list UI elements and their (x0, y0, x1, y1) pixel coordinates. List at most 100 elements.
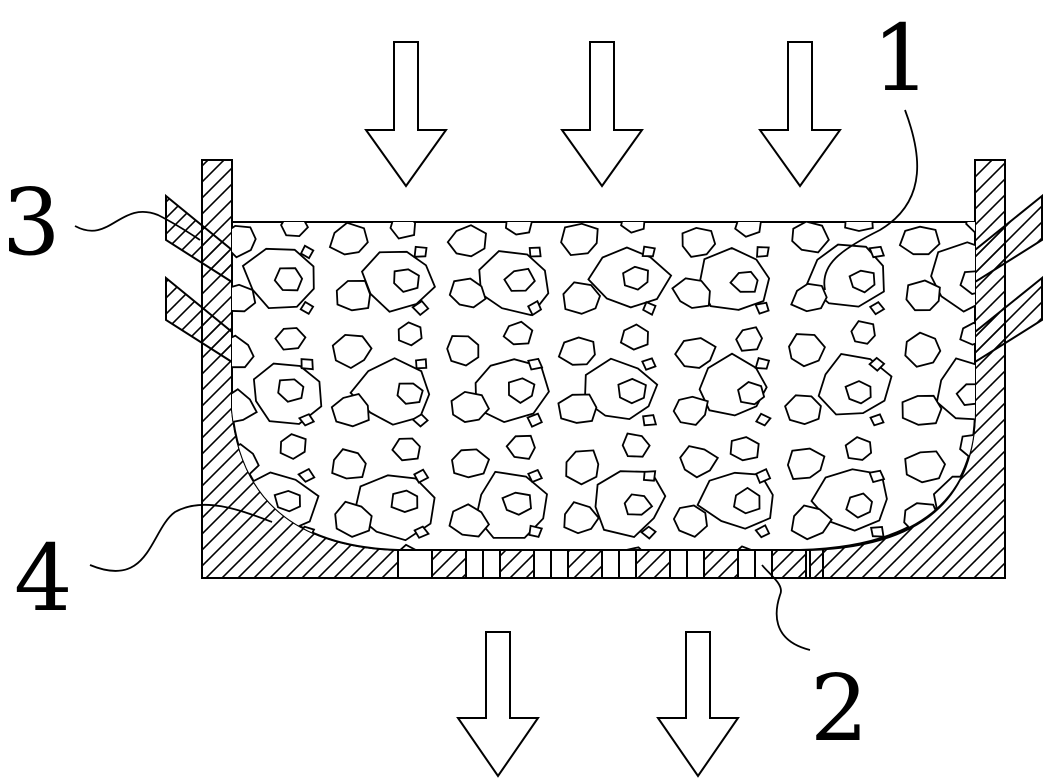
media-stone (844, 380, 872, 405)
media-stone (850, 320, 876, 345)
media-stone (791, 222, 830, 254)
media-stone (641, 245, 656, 258)
media-stone (786, 447, 826, 480)
plate-slot (703, 549, 739, 579)
media-stone (681, 226, 717, 258)
media-stones (232, 222, 975, 550)
media-stone (870, 526, 885, 538)
media-stone (904, 331, 942, 368)
media-stone (413, 468, 430, 484)
media-stone (413, 525, 430, 539)
media-stone (565, 449, 600, 486)
media-stone (232, 334, 255, 369)
media-stone (397, 321, 423, 347)
media-stone (279, 433, 307, 460)
media-stone (331, 333, 373, 370)
media-stone (335, 279, 372, 312)
media-stone (788, 333, 826, 368)
media-stone (671, 277, 711, 309)
media-stone (300, 358, 314, 371)
media-stone (277, 378, 305, 403)
media-stone (898, 225, 941, 256)
media-stone (505, 434, 536, 460)
media-stone (869, 413, 885, 427)
media-stone (274, 327, 307, 351)
media-stone (735, 326, 764, 352)
media-stone (844, 222, 874, 232)
media-stone (734, 222, 763, 238)
media-stone (331, 448, 367, 480)
media-stone (642, 470, 657, 482)
media-stone (502, 320, 534, 346)
leader-line-2 (761, 564, 811, 651)
media-stone (844, 436, 873, 461)
media-stone (273, 489, 301, 513)
media-stone (790, 504, 833, 541)
callout-4: 4 (14, 525, 73, 632)
media-stone (621, 432, 651, 458)
media-stone (754, 301, 770, 315)
inflow-arrow-center (560, 41, 644, 188)
media-stone (450, 390, 490, 423)
media-stone (737, 380, 766, 406)
media-stone (526, 412, 543, 428)
media-stone (904, 450, 947, 484)
media-stone (617, 377, 647, 405)
media-stone (679, 445, 720, 479)
media-stone (672, 395, 709, 426)
plate-slot (771, 549, 807, 579)
media-stone (451, 448, 491, 479)
media-stone (527, 468, 544, 484)
media-stone (528, 246, 542, 258)
media-stone (642, 301, 657, 316)
media-stone (672, 504, 708, 538)
media-stone (754, 357, 771, 370)
media-stone (623, 493, 654, 516)
media-stone (232, 224, 257, 259)
plate-slots (431, 549, 824, 579)
plate-slot (499, 549, 535, 579)
plate-slot (431, 549, 467, 579)
media-stone (622, 265, 649, 291)
media-stone (446, 224, 487, 258)
media-stone (415, 358, 428, 370)
media-stone (563, 501, 600, 535)
media-stone (868, 245, 886, 259)
callout-1: 1 (872, 5, 931, 112)
leader-line-4 (89, 503, 273, 572)
media-stone (755, 467, 772, 484)
media-stone (557, 336, 596, 366)
media-stone (528, 524, 544, 538)
filter-media-bed (231, 221, 976, 551)
media-stone (965, 222, 975, 233)
outflow-arrow-right (656, 631, 740, 778)
media-stone (790, 282, 828, 313)
media-stone (868, 469, 886, 484)
inflow-arrow-left (364, 41, 448, 188)
callout-labels: 1 2 3 4 (2, 5, 931, 762)
media-stone (448, 277, 487, 309)
media-stone (959, 270, 975, 295)
inflow-arrows (364, 41, 842, 188)
media-stone (297, 413, 316, 427)
media-stone (560, 222, 599, 257)
media-stone (959, 321, 975, 346)
media-stone (503, 267, 536, 292)
media-stone (562, 281, 602, 315)
media-stone (328, 222, 369, 256)
leader-line-3 (74, 211, 201, 241)
media-stone (501, 491, 532, 516)
leader-line-1 (823, 109, 919, 291)
plate-slot (567, 549, 603, 579)
media-stone (845, 492, 873, 519)
media-stone (389, 222, 417, 240)
outflow-arrows (456, 631, 740, 778)
media-stone (955, 383, 975, 406)
plate-slot (635, 549, 671, 579)
media-stone (674, 337, 717, 369)
media-stone (393, 268, 420, 293)
media-stone (448, 503, 491, 538)
media-stone (784, 394, 822, 426)
media-stone (754, 412, 772, 427)
